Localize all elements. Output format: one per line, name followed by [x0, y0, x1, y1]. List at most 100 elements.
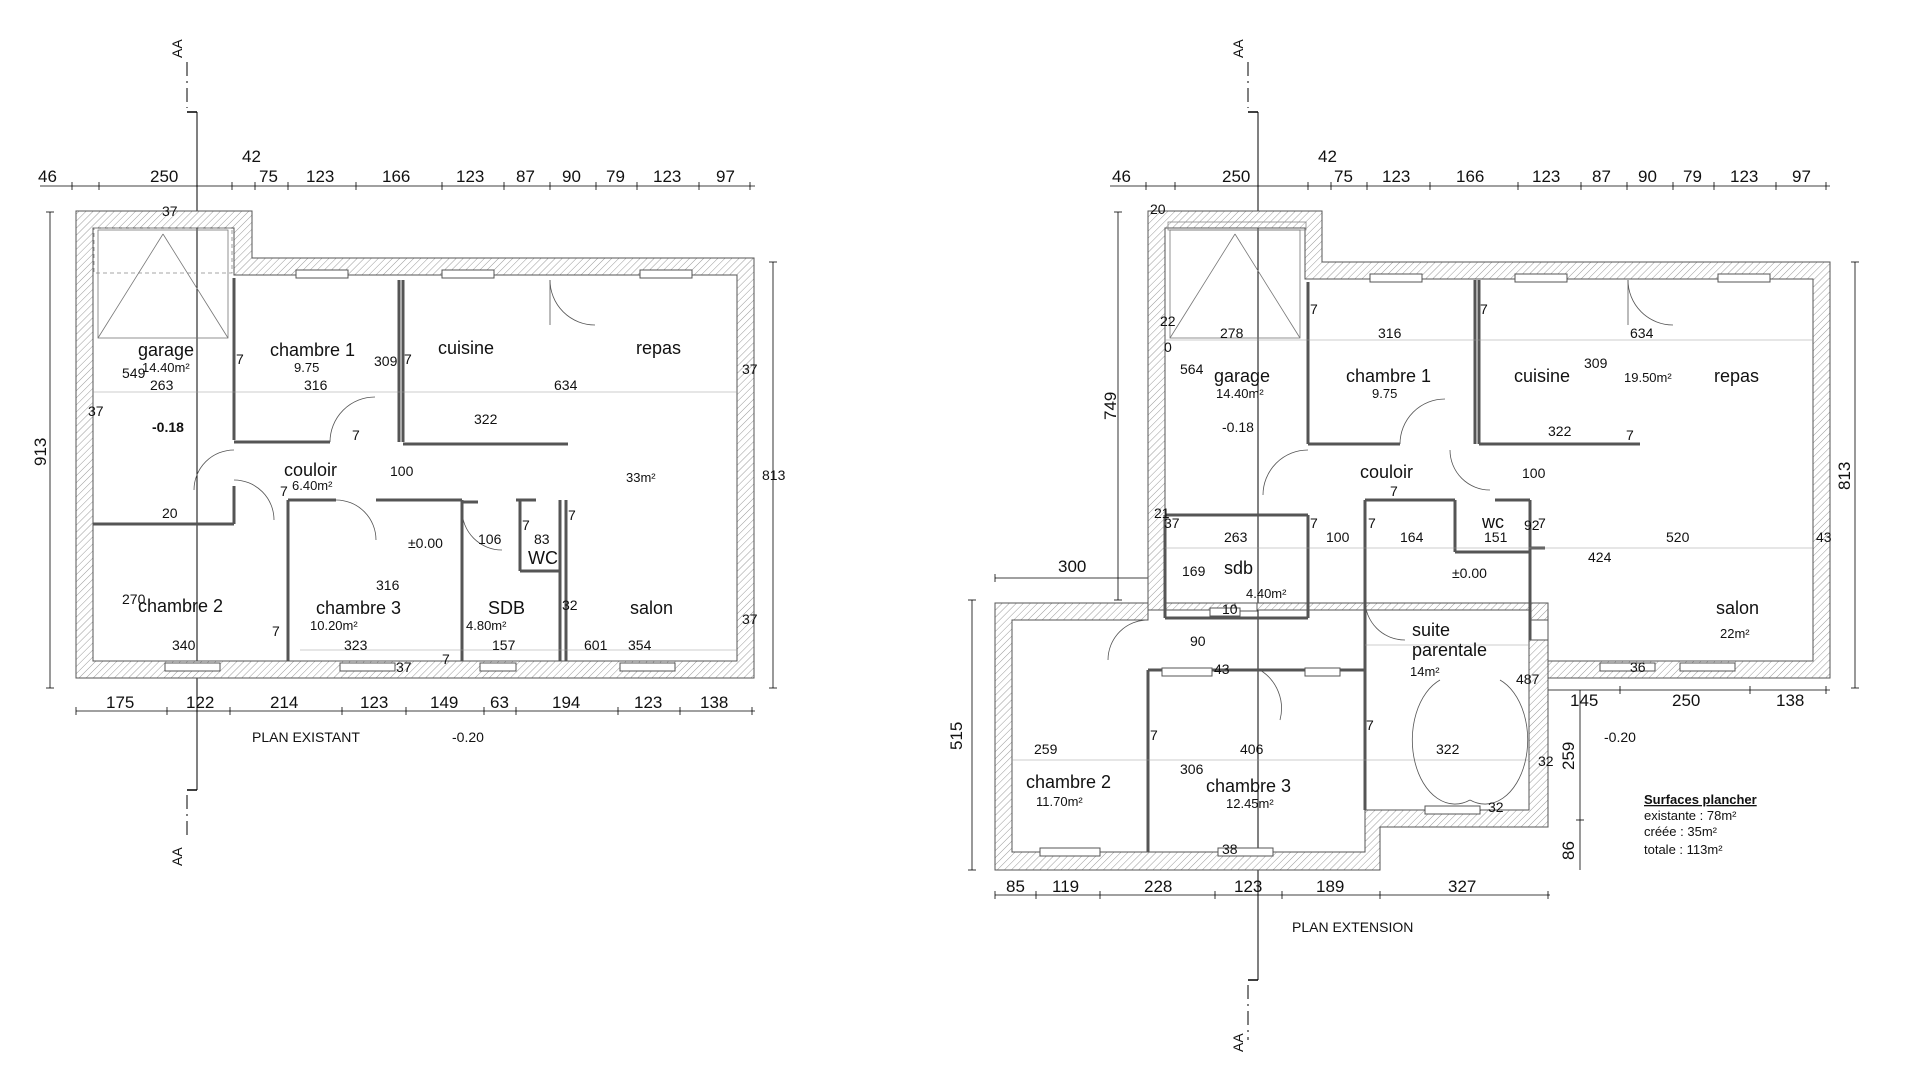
room-area: 14.40m² [142, 360, 190, 375]
room-area: 9.75 [1372, 386, 1397, 401]
section-line-aa-right: AA AA [1230, 39, 1259, 1052]
bottom-dim: 85 [1006, 877, 1025, 896]
dim-label: 43 [1816, 529, 1832, 545]
top-dim: 123 [653, 167, 681, 186]
dim-label: 106 [478, 531, 502, 547]
top-dim: 75 [259, 167, 278, 186]
dim-label: 309 [1584, 355, 1608, 371]
dim-label: 151 [1484, 529, 1508, 545]
dim-label: 316 [1378, 325, 1402, 341]
room-area: 33m² [626, 470, 656, 485]
dim-label: 7 [1310, 515, 1318, 531]
dim-label: 36 [1630, 659, 1646, 675]
room-area: 12.45m² [1226, 796, 1274, 811]
dim-label: 37 [396, 659, 412, 675]
room-area: 11.70m² [1036, 794, 1083, 809]
dim-label: 7 [404, 351, 412, 367]
dim-label: 83 [534, 531, 550, 547]
dim-label: 487 [1516, 671, 1540, 687]
bottom-dim: 194 [552, 693, 580, 712]
walls-existant [75, 210, 755, 679]
dim-label: 270 [122, 591, 146, 607]
right-dim: 813 [1835, 462, 1854, 490]
dim-label: 322 [1548, 423, 1572, 439]
dim-label: 37 [162, 203, 178, 219]
dim-label: 7 [1150, 727, 1158, 743]
section-mark-bottom: AA [169, 847, 185, 866]
dimension-lines-left [40, 182, 777, 715]
top-dim: 123 [1532, 167, 1560, 186]
dim-label: 322 [474, 411, 498, 427]
room-name: garage [138, 340, 194, 360]
dim-label: 157 [492, 637, 516, 653]
dim-label: 32 [562, 597, 578, 613]
section-mark-bottom: AA [1230, 1033, 1246, 1052]
dim-label: 100 [1326, 529, 1350, 545]
room-name: chambre 1 [1346, 366, 1431, 386]
bottom-dim: 149 [430, 693, 458, 712]
room-name: cuisine [1514, 366, 1570, 386]
bottom-dim: 214 [270, 693, 298, 712]
bottom-right-dim: 250 [1672, 691, 1700, 710]
top-dim: 97 [716, 167, 735, 186]
dim-label: 10 [1222, 601, 1238, 617]
dim-label: 564 [1180, 361, 1204, 377]
dim-label: 38 [1222, 841, 1238, 857]
labels-existant: 46 250 42 75 123 166 123 87 90 79 123 97… [31, 147, 786, 745]
surfaces-legend: Surfaces plancher existante : 78m² créée… [1644, 792, 1757, 857]
room-name: repas [636, 338, 681, 358]
dim-label: 316 [376, 577, 400, 593]
dim-label: 7 [272, 623, 280, 639]
top-dim: 75 [1334, 167, 1353, 186]
dim-label: 7 [1368, 515, 1376, 531]
section-line-aa-left: AA AA [169, 39, 198, 866]
left-dim: 749 [1101, 392, 1120, 420]
dim-label: 20 [1150, 201, 1166, 217]
dim-label: 92 [1524, 517, 1540, 533]
room-name: repas [1714, 366, 1759, 386]
dim-label: 340 [172, 637, 196, 653]
dim-label: 37 [1164, 515, 1180, 531]
dim-label: 7 [1626, 427, 1634, 443]
room-area: 14.40m² [1216, 386, 1264, 401]
top-dim: 90 [1638, 167, 1657, 186]
bottom-dim: 123 [360, 693, 388, 712]
dim-label: 32 [1538, 753, 1554, 769]
room-name: sdb [1224, 558, 1253, 578]
dim-label: 7 [568, 507, 576, 523]
dim-label: 90 [1190, 633, 1206, 649]
legend-creee: créée : 35m² [1644, 824, 1718, 839]
plan-title: PLAN EXTENSION [1292, 919, 1413, 935]
dim-label: 169 [1182, 563, 1206, 579]
top-dim: 90 [562, 167, 581, 186]
room-name: WC [528, 548, 558, 568]
top-dim: 42 [1318, 147, 1337, 166]
bottom-dim: 63 [490, 693, 509, 712]
top-dim: 123 [1382, 167, 1410, 186]
outside-level: -0.20 [452, 729, 484, 745]
top-dim: 46 [38, 167, 57, 186]
dim-label: 32 [1488, 799, 1504, 815]
top-dim: 166 [382, 167, 410, 186]
bottom-dim: 327 [1448, 877, 1476, 896]
dim-label: 306 [1180, 761, 1204, 777]
level-mark: ±0.00 [408, 535, 443, 551]
room-name: SDB [488, 598, 525, 618]
room-name: garage [1214, 366, 1270, 386]
room-area: 19.50m² [1624, 370, 1672, 385]
dim-label: 601 [584, 637, 608, 653]
dim-label: 100 [390, 463, 414, 479]
dim-label: 7 [522, 517, 530, 533]
dim-label: 7 [1366, 717, 1374, 733]
top-dim: 97 [1792, 167, 1811, 186]
dim-label: 0 [1164, 339, 1172, 355]
room-name: chambre 1 [270, 340, 355, 360]
room-name: chambre 2 [138, 596, 223, 616]
room-name: chambre 3 [316, 598, 401, 618]
top-dim: 123 [306, 167, 334, 186]
right-dim: 86 [1559, 841, 1578, 860]
bottom-dim: 175 [106, 693, 134, 712]
top-dim: 42 [242, 147, 261, 166]
garage-level: -0.18 [152, 419, 184, 435]
room-name: salon [1716, 598, 1759, 618]
